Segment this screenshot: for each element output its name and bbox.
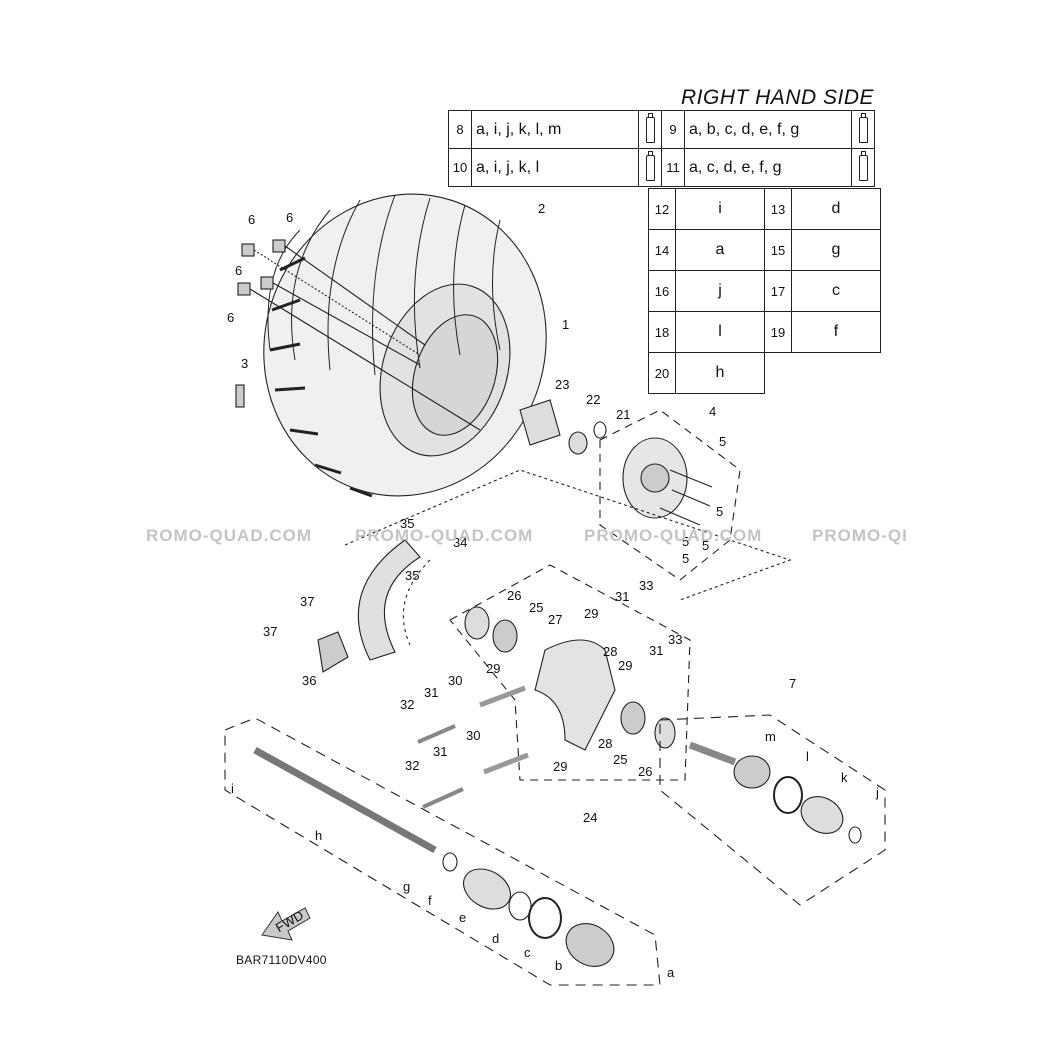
tire-drawing	[263, 193, 547, 498]
callout: 37	[300, 594, 314, 609]
callout: 31	[649, 643, 663, 658]
callout: 34	[453, 535, 467, 550]
map-number: 12	[648, 188, 676, 230]
kit-contents-table: 8 a, i, j, k, l, m 9 a, b, c, d, e, f, g…	[448, 110, 875, 187]
callout: 22	[586, 392, 600, 407]
map-letter: c	[791, 270, 881, 312]
brake-disc-drawing	[357, 539, 431, 661]
map-number: 20	[648, 352, 676, 394]
diagram-title: RIGHT HAND SIDE	[680, 86, 874, 109]
map-letter: i	[675, 188, 765, 230]
letter-map-table: 12 i 13 d 14 a 15 g 16 j 17 c 18 l 19 f …	[648, 188, 881, 394]
callout: 5	[682, 534, 689, 549]
kit-parts: a, c, d, e, f, g	[684, 148, 852, 187]
callout: 29	[553, 759, 567, 774]
callout: e	[459, 910, 466, 925]
map-letter: f	[791, 311, 881, 353]
callout: 29	[584, 606, 598, 621]
callout: 6	[248, 212, 255, 227]
callout: 21	[616, 407, 630, 422]
callout: 37	[263, 624, 277, 639]
callout: 31	[433, 744, 447, 759]
callout: 35	[405, 568, 419, 583]
callout: 6	[227, 310, 234, 325]
callout: 31	[615, 589, 629, 604]
callout: 28	[603, 644, 617, 659]
kit-parts: a, b, c, d, e, f, g	[684, 110, 852, 149]
callout: a	[667, 965, 675, 980]
callout: k	[841, 770, 848, 785]
callout: f	[428, 893, 432, 908]
callout: h	[315, 828, 322, 843]
callout: 6	[286, 210, 293, 225]
callout: i	[231, 781, 234, 796]
callout: 33	[639, 578, 653, 593]
watermark: ROMO-QUAD.COM	[146, 526, 312, 545]
hub-assembly-drawing	[519, 399, 741, 581]
kit-parts: a, i, j, k, l	[471, 148, 639, 187]
callout: 30	[466, 728, 480, 743]
callout: b	[555, 958, 562, 973]
drive-shaft-drawing	[224, 717, 661, 986]
map-number: 13	[764, 188, 792, 230]
callout: 32	[405, 758, 419, 773]
callout: 29	[618, 658, 632, 673]
map-number: 19	[764, 311, 792, 353]
callout: 5	[702, 538, 709, 553]
callout: 2	[538, 201, 545, 216]
callout: 35	[400, 516, 414, 531]
kit-number: 10	[448, 148, 472, 187]
grease-tube-icon	[638, 148, 662, 187]
callout: m	[765, 729, 776, 744]
callout: 27	[548, 612, 562, 627]
knuckle-assembly-drawing	[317, 564, 691, 809]
callout: 24	[583, 810, 597, 825]
grease-tube-icon	[638, 110, 662, 149]
callout: 5	[716, 504, 723, 519]
callout: 31	[424, 685, 438, 700]
callout: 4	[709, 404, 716, 419]
callout: 3	[241, 356, 248, 371]
map-letter: h	[675, 352, 765, 394]
map-letter: a	[675, 229, 765, 271]
diagram-code: BAR7110DV400	[236, 953, 327, 967]
callout: 26	[638, 764, 652, 779]
callout: 33	[668, 632, 682, 647]
map-letter: d	[791, 188, 881, 230]
callout: 6	[235, 263, 242, 278]
callout-labels: 1 2 3 4 5 5 5 5 5 6 6 6 6 7 21 22 23 24 …	[227, 201, 879, 980]
callout: c	[524, 945, 531, 960]
callout: 5	[719, 434, 726, 449]
callout: 25	[529, 600, 543, 615]
grease-tube-icon	[851, 148, 875, 187]
kit-number: 11	[661, 148, 685, 187]
map-number: 18	[648, 311, 676, 353]
watermark: PROMO-QUAD.COM	[355, 526, 534, 545]
watermark: PROMO-QI	[812, 526, 908, 545]
callout: g	[403, 879, 410, 894]
kit-row: 10 a, i, j, k, l 11 a, c, d, e, f, g	[448, 148, 875, 187]
callout: 26	[507, 588, 521, 603]
callout: 32	[400, 697, 414, 712]
callout: d	[492, 931, 499, 946]
callout: 29	[486, 661, 500, 676]
callout: 1	[562, 317, 569, 332]
callout: 30	[448, 673, 462, 688]
callout: 36	[302, 673, 316, 688]
cv-joint-drawing	[659, 714, 886, 906]
map-number: 14	[648, 229, 676, 271]
callout: 7	[789, 676, 796, 691]
watermark: PROMO-QUAD.COM	[584, 526, 763, 545]
callout: 25	[613, 752, 627, 767]
callout: j	[875, 785, 879, 800]
callout: l	[806, 749, 809, 764]
callout: 5	[682, 551, 689, 566]
map-letter: l	[675, 311, 765, 353]
callout: 23	[555, 377, 569, 392]
wheel-nut-icons	[235, 239, 481, 431]
callout: 28	[598, 736, 612, 751]
fwd-arrow-icon: FWD	[261, 907, 311, 941]
